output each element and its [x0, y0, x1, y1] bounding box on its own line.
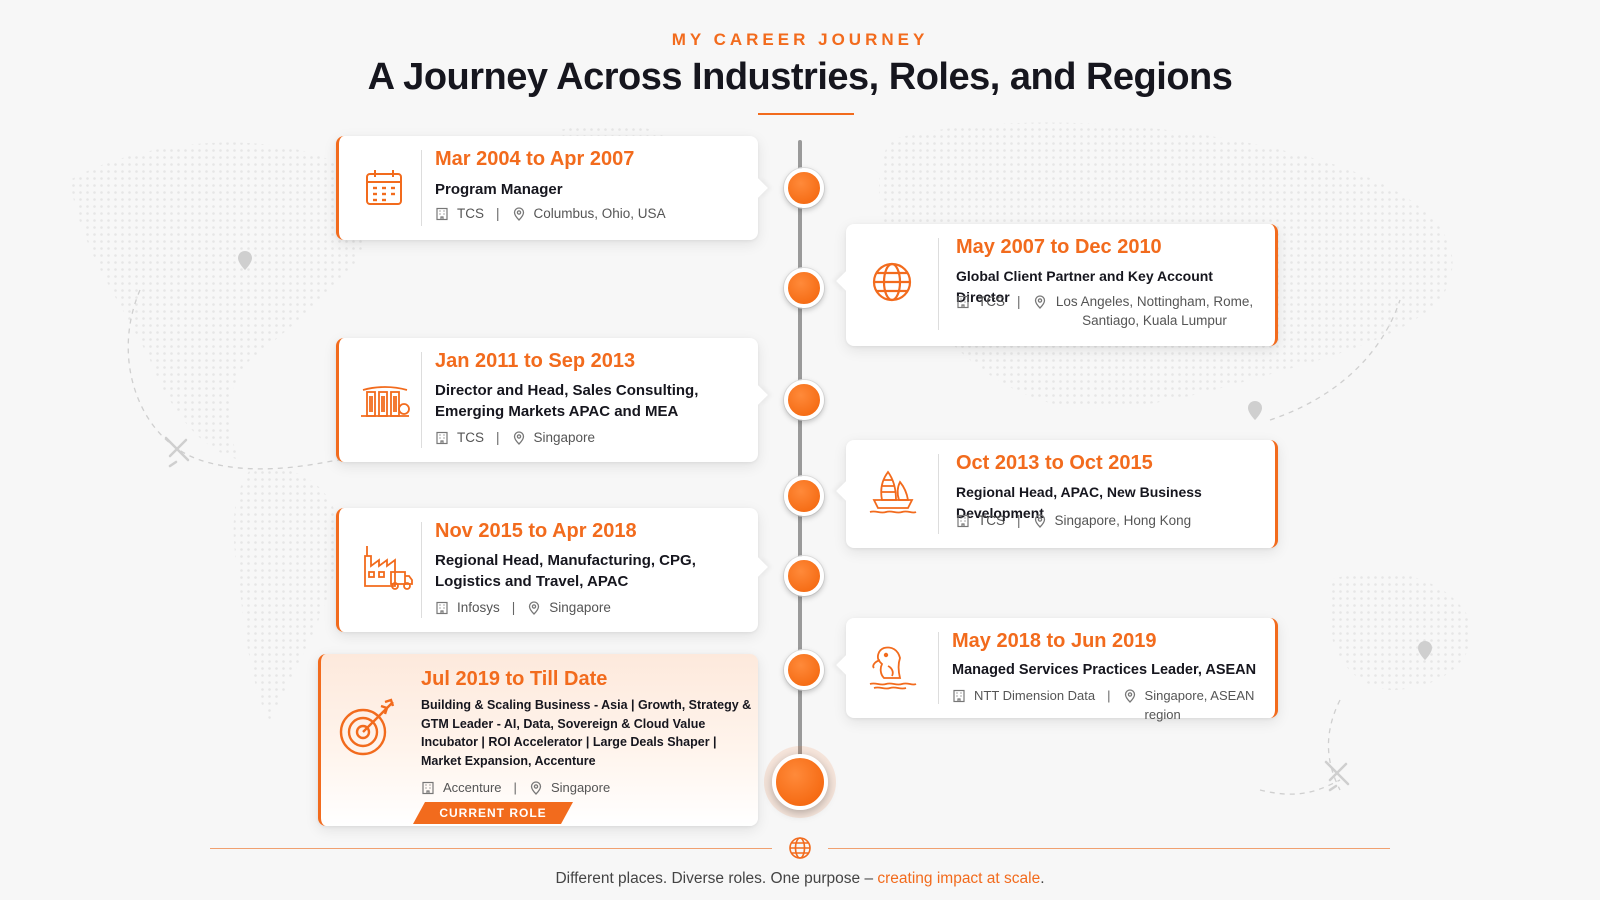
timeline-spine: [798, 140, 802, 760]
building-icon: [957, 514, 969, 528]
junk-boat-icon: [869, 470, 917, 514]
globe-icon: [789, 837, 811, 859]
meta-row: Accenture | Singapore: [421, 780, 610, 797]
role-text: Building & Scaling Business - Asia | Gro…: [421, 698, 752, 768]
merlion-icon: [869, 646, 917, 690]
meta-separator: |: [1107, 688, 1111, 703]
location-pin-icon: [1034, 295, 1045, 309]
location-text: Singapore: [550, 780, 611, 795]
company-text: TCS: [978, 294, 1005, 309]
timeline-card-current: Jul 2019 to Till Date Building & Scaling…: [318, 654, 758, 826]
meta-row: TCS | Los Angeles, Nottingham, Rome, San…: [956, 294, 1255, 330]
period-text: May 2018 to Jun 2019: [952, 630, 1157, 652]
current-role-badge: CURRENT ROLE: [413, 802, 573, 824]
meta-separator: |: [496, 430, 500, 445]
period-text: Jul 2019 to Till Date: [421, 668, 608, 690]
location-text: Singapore: [549, 600, 611, 615]
timeline-dot-2015: [784, 556, 824, 596]
tagline-suffix: .: [1040, 870, 1045, 887]
company-text: Accenture: [443, 780, 502, 795]
role-text: Program Manager: [435, 181, 563, 198]
meta-row: TCS | Singapore, Hong Kong: [956, 513, 1191, 530]
meta-row: TCS | Singapore: [435, 430, 595, 447]
title-underline: [758, 113, 854, 115]
building-icon: [957, 295, 969, 309]
company-text: TCS: [978, 513, 1005, 528]
role-text: Director and Head, Sales Consulting, Eme…: [435, 382, 699, 420]
meta-separator: |: [1017, 294, 1021, 309]
company-text: TCS: [457, 430, 484, 445]
factory-icon: [364, 546, 413, 590]
meta-separator: |: [511, 600, 516, 615]
location-pin-icon: [530, 781, 542, 795]
period-text: Mar 2004 to Apr 2007: [435, 148, 635, 170]
footer-rule-right: [828, 848, 1390, 849]
location-text: Los Angeles, Nottingham, Rome, Santiago,…: [1055, 294, 1254, 328]
calendar-icon: [366, 170, 402, 205]
company-text: Infosys: [457, 600, 500, 615]
timeline-card-2007: May 2007 to Dec 2010 Global Client Partn…: [836, 224, 1278, 346]
page-title: A Journey Across Industries, Roles, and …: [367, 56, 1233, 98]
period-text: Oct 2013 to Oct 2015: [956, 452, 1153, 474]
company-text: TCS: [457, 206, 484, 221]
marina-bay-sands-icon: [361, 386, 410, 417]
timeline-card-2015: Nov 2015 to Apr 2018 Regional Head, Manu…: [336, 508, 768, 632]
location-pin-icon: [1034, 514, 1045, 528]
timeline-dot-2018: [784, 650, 824, 690]
building-icon: [953, 689, 965, 703]
timeline-card-2013: Oct 2013 to Oct 2015 Regional Head, APAC…: [836, 440, 1278, 548]
meta-row: TCS | Columbus, Ohio, USA: [435, 206, 666, 223]
location-text: Columbus, Ohio, USA: [533, 206, 666, 221]
location-pin-icon: [513, 431, 524, 445]
timeline-card-2011: Jan 2011 to Sep 2013 Director and Head, …: [336, 338, 768, 462]
globe-icon: [872, 262, 912, 302]
location-pin-icon: [1124, 689, 1135, 703]
footer-rule-left: [210, 848, 772, 849]
meta-row: NTT Dimension Data | Singapore, ASEAN re…: [952, 688, 1275, 724]
tagline-highlight: creating impact at scale: [877, 870, 1041, 887]
location-text: Singapore, ASEAN region: [1144, 688, 1255, 722]
location-text: Singapore, Hong Kong: [1054, 513, 1192, 528]
role-text: Regional Head, APAC, New Business Develo…: [956, 484, 1202, 521]
meta-row: Infosys | Singapore: [435, 600, 611, 617]
timeline-dot-2004: [784, 168, 824, 208]
timeline-dot-2011: [784, 380, 824, 420]
period-text: May 2007 to Dec 2010: [956, 236, 1162, 258]
role-text: Regional Head, Manufacturing, CPG, Logis…: [435, 552, 696, 590]
footer-tagline: Different places. Diverse roles. One pur…: [0, 870, 1600, 888]
timeline-card-2004: Mar 2004 to Apr 2007 Program Manager TCS…: [336, 136, 768, 240]
building-icon: [436, 601, 448, 615]
eyebrow-label: MY CAREER JOURNEY: [671, 30, 929, 49]
timeline-dot-2013: [784, 476, 824, 516]
company-text: NTT Dimension Data: [974, 688, 1096, 703]
role-text: Global Client Partner and Key Account Di…: [956, 268, 1213, 305]
location-pin-icon: [513, 207, 524, 221]
meta-separator: |: [1017, 513, 1021, 528]
building-icon: [436, 207, 448, 221]
location-text: Singapore: [533, 430, 596, 445]
timeline-dot-2007: [784, 268, 824, 308]
building-icon: [422, 781, 434, 795]
tagline-prefix: Different places. Diverse roles. One pur…: [555, 870, 878, 887]
target-arrow-icon: [339, 698, 395, 756]
location-pin-icon: [529, 601, 540, 615]
period-text: Jan 2011 to Sep 2013: [435, 350, 636, 372]
period-text: Nov 2015 to Apr 2018: [435, 520, 637, 542]
timeline-dot-current: [764, 746, 836, 818]
building-icon: [436, 431, 448, 445]
role-text: Managed Services Practices Leader, ASEAN: [952, 662, 1257, 678]
meta-separator: |: [496, 206, 500, 221]
meta-separator: |: [513, 780, 517, 795]
timeline-card-2018: May 2018 to Jun 2019 Managed Services Pr…: [836, 618, 1278, 722]
